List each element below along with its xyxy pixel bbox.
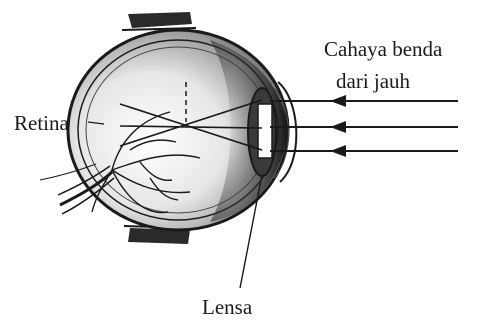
arrowhead-1 [330,95,346,107]
incoming-light-rays [270,101,458,151]
retina-label: Retina [14,111,69,135]
upper-muscle [122,12,196,30]
light-source-label-line1: Cahaya benda [324,37,443,61]
light-source-label-line2: dari jauh [336,69,411,93]
lens-label: Lensa [202,295,253,319]
arrowhead-2 [330,121,346,133]
arrowhead-3 [330,145,346,157]
